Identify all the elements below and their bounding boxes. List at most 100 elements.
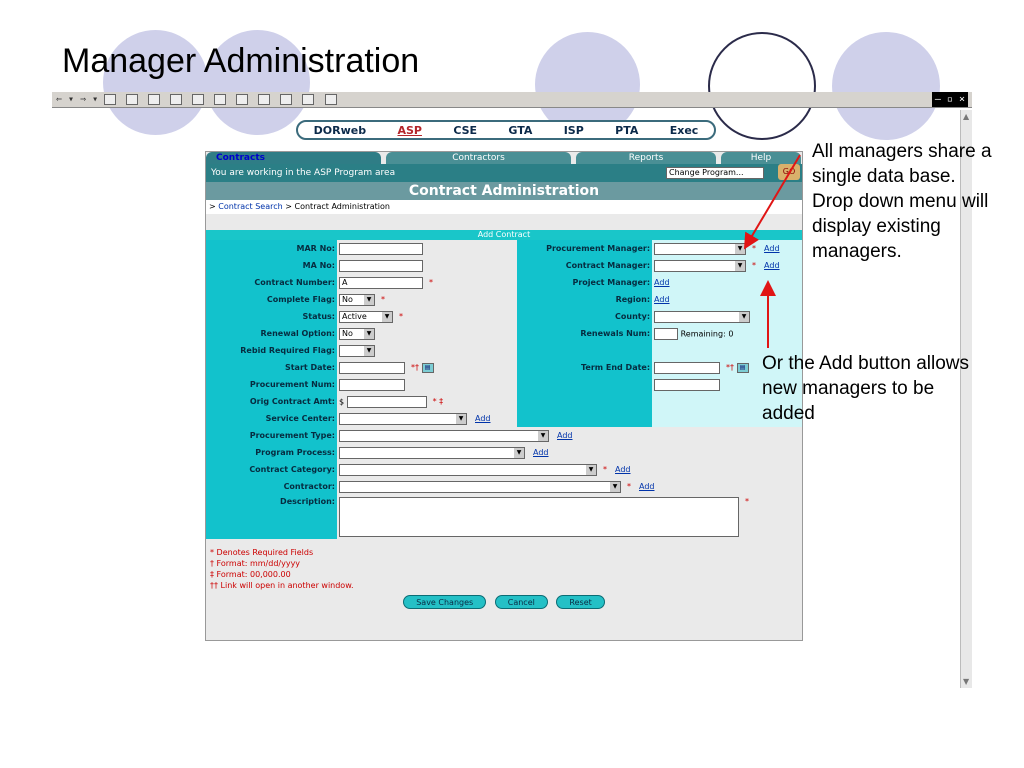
add-region-link[interactable]: Add — [654, 295, 670, 304]
description-textarea[interactable] — [339, 497, 739, 537]
breadcrumb-current: Contract Administration — [294, 202, 391, 211]
service-center-select[interactable] — [339, 412, 467, 425]
breadcrumb-contract-search[interactable]: Contract Search — [218, 202, 283, 211]
procurement-type-select[interactable] — [339, 429, 549, 442]
remaining-count: Remaining: 0 — [680, 329, 734, 338]
breadcrumb-sep: > — [285, 202, 292, 211]
section-header: Add Contract — [206, 230, 802, 240]
required-marker: * — [603, 465, 607, 474]
contract-manager-select[interactable] — [654, 259, 747, 272]
renewal-option-select[interactable]: No — [339, 327, 375, 340]
discuss-icon[interactable] — [324, 93, 337, 105]
nav-exec[interactable]: Exec — [669, 123, 699, 137]
decor-circle — [535, 32, 640, 137]
favorites-icon[interactable] — [192, 93, 205, 105]
complete-flag-select[interactable]: No — [339, 293, 375, 306]
empty-label — [517, 376, 653, 393]
term-end-extra-input[interactable] — [654, 378, 721, 391]
add-contract-category-link[interactable]: Add — [615, 465, 631, 474]
window-controls[interactable]: – ▫ × — [931, 92, 968, 107]
calendar-icon[interactable]: ▤ — [421, 362, 434, 373]
start-date-label: Start Date: — [206, 359, 337, 376]
tab-bar: Contracts Contractors Reports Help — [206, 152, 802, 164]
cancel-button[interactable]: Cancel — [494, 595, 548, 609]
button-row: Save Changes Cancel Reset — [210, 595, 798, 609]
procurement-num-input[interactable] — [339, 378, 405, 391]
procurement-num-label: Procurement Num: — [206, 376, 337, 393]
scroll-down-icon[interactable]: ▼ — [963, 677, 970, 686]
back-icon[interactable]: ⇐ ▾ — [56, 94, 75, 105]
forward-icon[interactable]: ⇒ ▾ — [80, 94, 99, 105]
contract-form: MAR No: Procurement Manager: *Add MA No:… — [206, 240, 802, 427]
start-date-input[interactable] — [339, 361, 405, 374]
nav-dorweb[interactable]: DORweb — [313, 123, 367, 137]
status-select[interactable]: Active — [339, 310, 393, 323]
calendar-icon[interactable]: ▤ — [736, 362, 749, 373]
annotation-dropdown: All managers share a single data base. D… — [812, 141, 992, 262]
notes: * Denotes Required Fields † Format: mm/d… — [206, 539, 802, 609]
scrollbar[interactable]: ▲ ▼ — [960, 110, 972, 688]
nav-isp[interactable]: ISP — [563, 123, 584, 137]
mail-icon[interactable] — [258, 93, 271, 105]
tab-contracts[interactable]: Contracts — [206, 152, 381, 164]
required-marker: * — [752, 261, 757, 270]
rebid-required-label: Rebid Required Flag: — [206, 342, 337, 359]
breadcrumb-sep: > — [209, 202, 216, 211]
procurement-manager-select[interactable] — [654, 242, 747, 255]
save-changes-button[interactable]: Save Changes — [403, 595, 487, 609]
scroll-up-icon[interactable]: ▲ — [963, 112, 970, 121]
home-icon[interactable] — [148, 93, 161, 105]
orig-contract-amt-input[interactable] — [346, 395, 427, 408]
tab-contractors[interactable]: Contractors — [386, 152, 571, 164]
add-procurement-type-link[interactable]: Add — [557, 431, 573, 440]
print-icon[interactable] — [280, 93, 293, 105]
tab-reports[interactable]: Reports — [576, 152, 716, 164]
term-end-date-label: Term End Date: — [517, 359, 653, 376]
media-icon[interactable] — [236, 93, 249, 105]
add-procurement-manager-link[interactable]: Add — [764, 244, 780, 253]
note-amount-format: ‡ Format: 00,000.00 — [210, 570, 291, 579]
renewals-num-input[interactable] — [654, 327, 679, 340]
renewal-option-label: Renewal Option: — [206, 325, 337, 342]
search-icon[interactable] — [170, 93, 183, 105]
procurement-type-label: Procurement Type: — [206, 427, 337, 444]
required-marker: *† — [411, 363, 419, 372]
mar-no-label: MAR No: — [206, 240, 337, 257]
browser-toolbar: ⇐ ▾ ⇒ ▾ – ▫ × — [52, 92, 972, 108]
ma-no-input[interactable] — [339, 259, 423, 272]
county-select[interactable] — [654, 310, 751, 323]
refresh-icon[interactable] — [126, 93, 139, 105]
contract-manager-label: Contract Manager: — [517, 257, 653, 274]
go-button[interactable]: GO — [778, 164, 800, 180]
add-contractor-link[interactable]: Add — [639, 482, 655, 491]
add-service-center-link[interactable]: Add — [475, 414, 491, 423]
contract-category-select[interactable] — [339, 463, 597, 476]
empty-cell — [652, 393, 802, 410]
mar-no-input[interactable] — [339, 242, 423, 255]
nav-pta[interactable]: PTA — [615, 123, 639, 137]
annotation-add-button: Or the Add button allows new managers to… — [762, 353, 970, 424]
add-program-process-link[interactable]: Add — [533, 448, 549, 457]
edit-icon[interactable] — [302, 93, 315, 105]
rebid-required-select[interactable] — [339, 344, 375, 357]
nav-gta[interactable]: GTA — [508, 123, 533, 137]
contract-category-label: Contract Category: — [206, 461, 337, 478]
nav-asp[interactable]: ASP — [397, 123, 422, 137]
stop-icon[interactable] — [104, 93, 117, 105]
history-icon[interactable] — [214, 93, 227, 105]
add-contract-manager-link[interactable]: Add — [764, 261, 780, 270]
contract-number-input[interactable]: A — [339, 276, 423, 289]
note-required: * Denotes Required Fields — [210, 548, 314, 557]
change-program-select[interactable]: Change Program... — [666, 167, 764, 179]
note-new-window: †† Link will open in another window. — [210, 581, 354, 590]
complete-flag-label: Complete Flag: — [206, 291, 337, 308]
add-project-manager-link[interactable]: Add — [654, 278, 670, 287]
tab-help[interactable]: Help — [721, 152, 801, 164]
app-window: Contracts Contractors Reports Help You a… — [205, 151, 803, 641]
reset-button[interactable]: Reset — [556, 595, 605, 609]
term-end-date-input[interactable] — [654, 361, 721, 374]
nav-cse[interactable]: CSE — [453, 123, 478, 137]
program-process-select[interactable] — [339, 446, 525, 459]
empty-cell — [652, 410, 802, 427]
contractor-select[interactable] — [339, 480, 621, 493]
